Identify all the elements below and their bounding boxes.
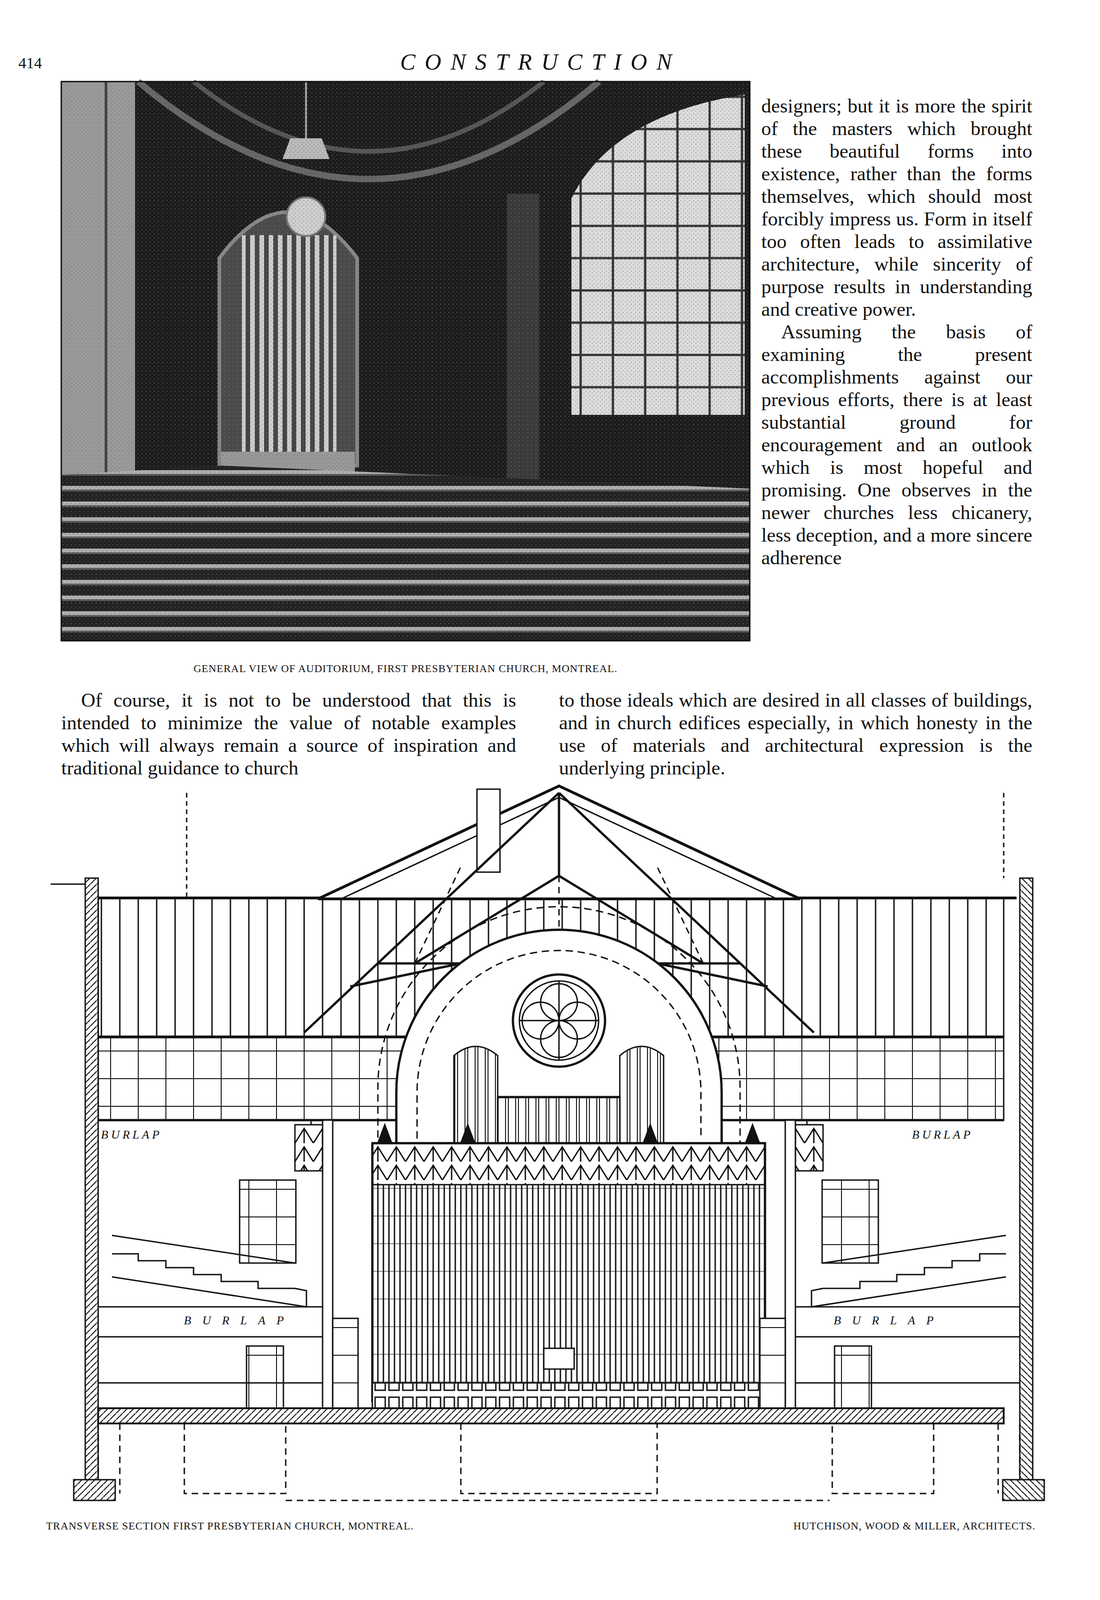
figure-caption: TRANSVERSE SECTION FIRST PRESBYTERIAN CH… [46,1519,414,1532]
transverse-section-part [372,1142,765,1401]
body-paragraph: Assuming the basis of examining the pres… [761,320,1033,569]
transverse-section-part [73,877,359,1500]
material-note: BURLAP [910,1127,976,1142]
transverse-section-part [372,1142,765,1185]
transverse-section-part-part [310,1119,312,1125]
transverse-section-part [186,792,188,897]
transverse-section-part [460,1124,475,1143]
transverse-section-part-part [184,1423,286,1494]
transverse-section-part [285,1423,830,1500]
body-paragraph: designers; but it is more the spirit of … [761,94,1033,321]
body-paragraph: to those ideals which are desired in all… [558,688,1033,779]
page-number: 414 [18,54,42,72]
transverse-section-part-part [73,1479,116,1500]
auditorium-photo-part [61,81,750,641]
body-paragraph: Of course, it is not to be understood th… [61,688,517,779]
photo-caption: GENERAL VIEW OF AUDITORIUM, FIRST PRESBY… [61,662,750,675]
transverse-section-part-part [246,1345,284,1408]
material-note: BURLAP [99,1127,165,1142]
material-note: BURLAP [831,1313,947,1328]
transverse-section [50,785,1045,1500]
auditorium-photo [61,81,750,641]
transverse-section-part [759,877,1045,1500]
transverse-section-part [643,1124,658,1143]
transverse-section-part-part [98,1305,323,1308]
transverse-section-part [50,883,86,885]
transverse-section-part [519,980,599,1060]
transverse-section-part [519,980,599,1060]
transverse-section-part-part [111,1276,307,1307]
transverse-section-part [512,974,606,1067]
auditorium-photo-part [61,81,750,641]
transverse-section-part-part [239,1179,296,1263]
transverse-section-part [745,1124,760,1143]
transverse-section-part-part [332,1317,359,1408]
transverse-section-part [543,1347,575,1369]
transverse-section-part [372,1382,765,1408]
transverse-section-part-part [85,877,99,1482]
auditorium-photo-part [61,81,750,641]
running-head: CONSTRUCTION [322,48,759,76]
transverse-section-part-part [322,1119,333,1408]
transverse-section-part [1003,792,1005,878]
transverse-section-part [497,1095,620,1099]
transverse-section-part [377,1124,392,1143]
transverse-section-part-part [98,1382,323,1384]
transverse-section-part-part [111,1235,295,1263]
architect-credit: HUTCHISON, WOOD & MILLER, ARCHITECTS. [793,1519,1036,1532]
transverse-section-part [372,1142,765,1401]
transverse-section-part-part [98,1335,323,1338]
transverse-section-part-part [98,1423,120,1494]
transverse-section-part [98,1407,1004,1424]
material-note: BURLAP [182,1313,297,1328]
